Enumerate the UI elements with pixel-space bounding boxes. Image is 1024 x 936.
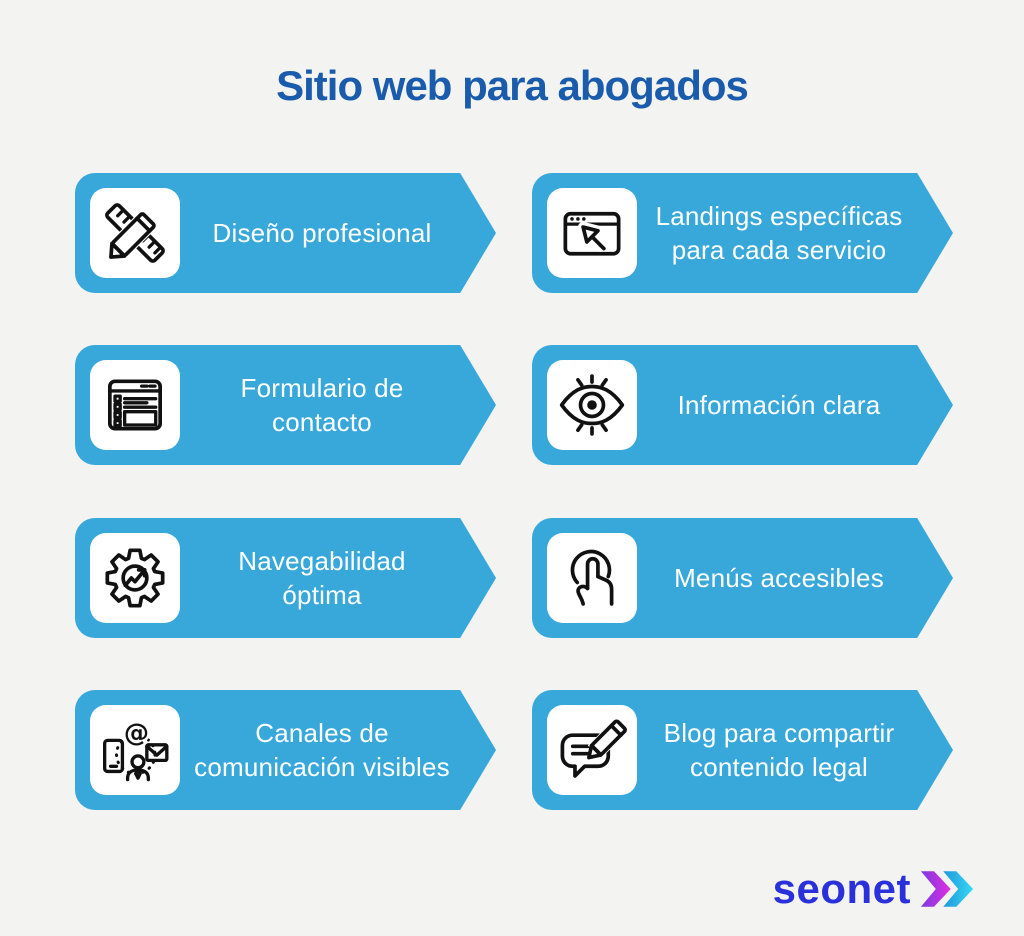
banner-label-line: comunicación visibles bbox=[194, 752, 450, 782]
seonet-logo: seonet bbox=[773, 864, 974, 914]
icon-box bbox=[547, 188, 637, 278]
feature-banner-blog-legal: Blog para compartir contenido legal bbox=[532, 690, 953, 810]
banner-label: Menús accesibles bbox=[645, 518, 913, 638]
brand-wordmark: seonet bbox=[772, 865, 911, 912]
banner-label-line: Navegabilidad bbox=[238, 546, 406, 576]
icon-box bbox=[547, 705, 637, 795]
communication-channels-icon: @ bbox=[102, 716, 169, 782]
banner-label-line: para cada servicio bbox=[671, 235, 887, 265]
banner-label: Navegabilidad óptima bbox=[188, 518, 456, 638]
banner-label-line: Blog para compartir bbox=[663, 718, 895, 748]
landing-page-cursor-icon bbox=[563, 211, 621, 256]
icon-box bbox=[90, 188, 180, 278]
feature-banner-diseno-profesional: Diseño profesional bbox=[75, 173, 496, 293]
banner-label: Formulario de contacto bbox=[188, 345, 456, 465]
blog-pencil-icon bbox=[560, 716, 629, 778]
feature-banner-canales-comunicacion: @ Canales de comunicación visibles bbox=[75, 690, 496, 810]
banner-label: Información clara bbox=[645, 345, 913, 465]
banner-label: Blog para compartir contenido legal bbox=[645, 690, 913, 810]
banner-label: Canales de comunicación visibles bbox=[188, 690, 456, 810]
contact-form-icon bbox=[107, 379, 163, 431]
banner-label-line: óptima bbox=[282, 580, 362, 610]
banner-label-line: Landings específicas bbox=[655, 201, 903, 231]
gear-growth-icon bbox=[105, 548, 165, 608]
icon-box bbox=[90, 533, 180, 623]
icon-box: @ bbox=[90, 705, 180, 795]
banner-label: Landings específicas para cada servicio bbox=[645, 173, 913, 293]
icon-box bbox=[90, 360, 180, 450]
double-chevron-icon bbox=[920, 871, 974, 907]
icon-box bbox=[547, 360, 637, 450]
feature-banner-formulario-contacto: Formulario de contacto bbox=[75, 345, 496, 465]
tap-hand-icon bbox=[570, 549, 614, 606]
feature-banner-menus-accesibles: Menús accesibles bbox=[532, 518, 953, 638]
banner-label-line: Información clara bbox=[677, 390, 881, 420]
ruler-pencil-icon bbox=[105, 203, 165, 263]
banner-label-line: Formulario de bbox=[240, 373, 404, 403]
feature-banner-landings-especificas: Landings específicas para cada servicio bbox=[532, 173, 953, 293]
page-title: Sitio web para abogados bbox=[276, 62, 749, 109]
banner-label: Diseño profesional bbox=[188, 173, 456, 293]
feature-banner-navegabilidad-optima: Navegabilidad óptima bbox=[75, 518, 496, 638]
banner-label-line: Menús accesibles bbox=[674, 563, 884, 593]
eye-icon bbox=[559, 374, 625, 436]
banner-label-line: contacto bbox=[272, 407, 372, 437]
feature-banner-informacion-clara: Información clara bbox=[532, 345, 953, 465]
svg-text:@: @ bbox=[124, 718, 149, 747]
banner-label-line: Canales de bbox=[255, 718, 389, 748]
banner-label-line: Diseño profesional bbox=[212, 218, 432, 248]
icon-box bbox=[547, 533, 637, 623]
banner-label-line: contenido legal bbox=[690, 752, 868, 782]
